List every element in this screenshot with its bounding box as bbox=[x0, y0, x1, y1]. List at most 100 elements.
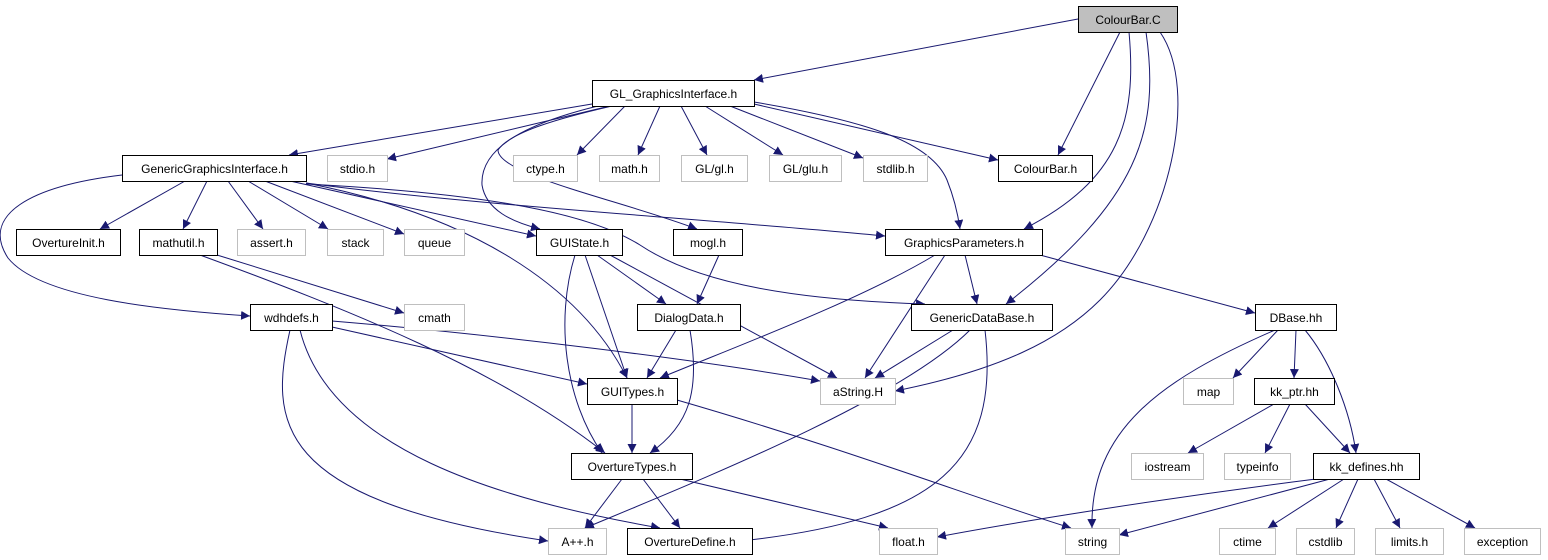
edge-line bbox=[1304, 403, 1351, 454]
edge-line bbox=[646, 329, 677, 379]
node-box bbox=[1078, 6, 1178, 33]
node-kk-defines-hh[interactable]: kk_defines.hh bbox=[1313, 453, 1420, 480]
node-box bbox=[1219, 528, 1276, 555]
node-box bbox=[599, 155, 660, 182]
edge-line bbox=[936, 478, 1317, 540]
node-overturetypes-h[interactable]: OvertureTypes.h bbox=[571, 453, 693, 480]
node-dialogdata-h[interactable]: DialogData.h bbox=[637, 304, 741, 331]
edge-kk_ptr_hh-to-iostream bbox=[1187, 403, 1275, 454]
edge-line bbox=[1005, 31, 1151, 305]
edge-line bbox=[227, 180, 264, 230]
edge-line bbox=[1187, 403, 1275, 454]
node-ctime: ctime bbox=[1219, 528, 1276, 555]
edge-guistate_h-to-dialogdata_h bbox=[596, 254, 667, 305]
edge-genericgraphicsinterface_h-to-guitypes_h bbox=[305, 182, 628, 379]
node-gl-graphicsinterface-h[interactable]: GL_GraphicsInterface.h bbox=[592, 80, 755, 107]
edge-line bbox=[753, 103, 999, 163]
edge-kk_defines_hh-to-exception bbox=[1385, 478, 1476, 529]
node-box bbox=[1296, 528, 1355, 555]
node-label: wdhdefs.h bbox=[263, 311, 319, 325]
edge-colourbar_c-to-colourbar_h bbox=[1057, 31, 1121, 156]
node-assert-h: assert.h bbox=[237, 229, 306, 256]
edge-line bbox=[1264, 403, 1291, 454]
node-box bbox=[592, 80, 755, 107]
node-box bbox=[250, 304, 333, 331]
node-label: GUITypes.h bbox=[601, 385, 664, 399]
edge-guistate_h-to-guitypes_h bbox=[584, 254, 629, 379]
node-guistate-h[interactable]: GUIState.h bbox=[536, 229, 623, 256]
edge-gl_graphicsinterface_h-to-graphicsparameters_h bbox=[753, 101, 964, 230]
node-label: GenericDataBase.h bbox=[930, 311, 1035, 325]
node-box bbox=[911, 304, 1053, 331]
edge-line bbox=[729, 105, 864, 159]
node-kk-ptr-hh[interactable]: kk_ptr.hh bbox=[1254, 378, 1335, 405]
node-box bbox=[1375, 528, 1444, 555]
node-box bbox=[139, 229, 218, 256]
node-wdhdefs-h[interactable]: wdhdefs.h bbox=[250, 304, 333, 331]
edge-graphicsparameters_h-to-dbase_hh bbox=[1039, 254, 1256, 316]
edge-gl_graphicsinterface_h-to-ctype_h bbox=[576, 105, 626, 156]
node-overtureinit-h[interactable]: OvertureInit.h bbox=[16, 229, 121, 256]
node-label: string bbox=[1078, 535, 1107, 549]
edge-line bbox=[1385, 478, 1476, 529]
node-label: GL_GraphicsInterface.h bbox=[610, 87, 737, 101]
edge-line bbox=[894, 31, 1179, 394]
node-colourbar-h[interactable]: ColourBar.h bbox=[998, 155, 1093, 182]
node-mogl-h[interactable]: mogl.h bbox=[673, 229, 743, 256]
edge-graphicsparameters_h-to-astring_h bbox=[864, 254, 946, 379]
edge-line bbox=[584, 329, 971, 529]
edge-line bbox=[289, 180, 537, 239]
node-limits-h: limits.h bbox=[1375, 528, 1444, 555]
node-mathutil-h[interactable]: mathutil.h bbox=[139, 229, 218, 256]
edge-line bbox=[288, 103, 593, 158]
node-genericgraphicsinterface-h[interactable]: GenericGraphicsInterface.h bbox=[122, 155, 307, 182]
node-box bbox=[404, 304, 465, 331]
node-overturedefine-h[interactable]: OvertureDefine.h bbox=[627, 528, 753, 555]
edge-overturetypes_h-to-app_h bbox=[584, 478, 623, 529]
edge-line bbox=[1267, 478, 1345, 529]
edge-line bbox=[1023, 31, 1132, 230]
node-layer: ColourBar.C GL_GraphicsInterface.hGeneric… bbox=[16, 6, 1541, 555]
edge-genericgraphicsinterface_h-to-guistate_h bbox=[289, 180, 537, 239]
node-graphicsparameters-h[interactable]: GraphicsParameters.h bbox=[885, 229, 1043, 256]
edge-genericgraphicsinterface_h-to-queue bbox=[264, 180, 405, 235]
node-dbase-hh[interactable]: DBase.hh bbox=[1255, 304, 1337, 331]
node-float-h: float.h bbox=[879, 528, 938, 555]
node-guitypes-h[interactable]: GUITypes.h bbox=[587, 378, 678, 405]
edge-overturetypes_h-to-overturedefine_h bbox=[642, 478, 681, 529]
node-genericdatabase-h[interactable]: GenericDataBase.h bbox=[911, 304, 1053, 331]
edge-gl_graphicsinterface_h-to-gl_gl_h bbox=[680, 105, 708, 156]
node-colourbar-c: ColourBar.C bbox=[1078, 6, 1178, 33]
edge-guistate_h-to-overturetypes_h bbox=[564, 254, 603, 454]
node-label: GUIState.h bbox=[550, 236, 609, 250]
edge-wdhdefs_h-to-guitypes_h bbox=[331, 326, 588, 387]
edge-line bbox=[584, 254, 629, 379]
node-box bbox=[1183, 378, 1234, 405]
edge-mathutil_h-to-overturetypes_h bbox=[199, 254, 606, 454]
edge-line bbox=[753, 18, 1079, 83]
node-label: ctime bbox=[1233, 535, 1262, 549]
edge-line bbox=[281, 329, 549, 545]
node-label: cmath bbox=[418, 311, 451, 325]
edge-gl_graphicsinterface_h-to-guistate_h bbox=[481, 105, 599, 232]
node-box bbox=[122, 155, 307, 182]
edge-line bbox=[99, 180, 186, 230]
edge-line bbox=[739, 329, 988, 545]
node-astring-h: aString.H bbox=[820, 378, 896, 405]
edge-genericgraphicsinterface_h-to-genericdatabase_h bbox=[305, 183, 926, 309]
edge-line bbox=[676, 399, 1072, 530]
node-queue: queue bbox=[404, 229, 465, 256]
node-app-h: A++.h bbox=[548, 528, 607, 555]
edge-line bbox=[964, 254, 980, 305]
edge-genericgraphicsinterface_h-to-wdhdefs_h bbox=[0, 174, 251, 320]
edge-line bbox=[0, 174, 251, 320]
edge-line bbox=[1057, 31, 1121, 156]
edge-dialogdata_h-to-guitypes_h bbox=[646, 329, 677, 379]
node-box bbox=[513, 155, 578, 182]
edge-genericdatabase_h-to-astring_h bbox=[874, 329, 954, 379]
edge-line bbox=[596, 254, 667, 305]
node-cstdlib: cstdlib bbox=[1296, 528, 1355, 555]
node-label: kk_defines.hh bbox=[1329, 460, 1403, 474]
edge-dbase_hh-to-string bbox=[1087, 329, 1276, 529]
